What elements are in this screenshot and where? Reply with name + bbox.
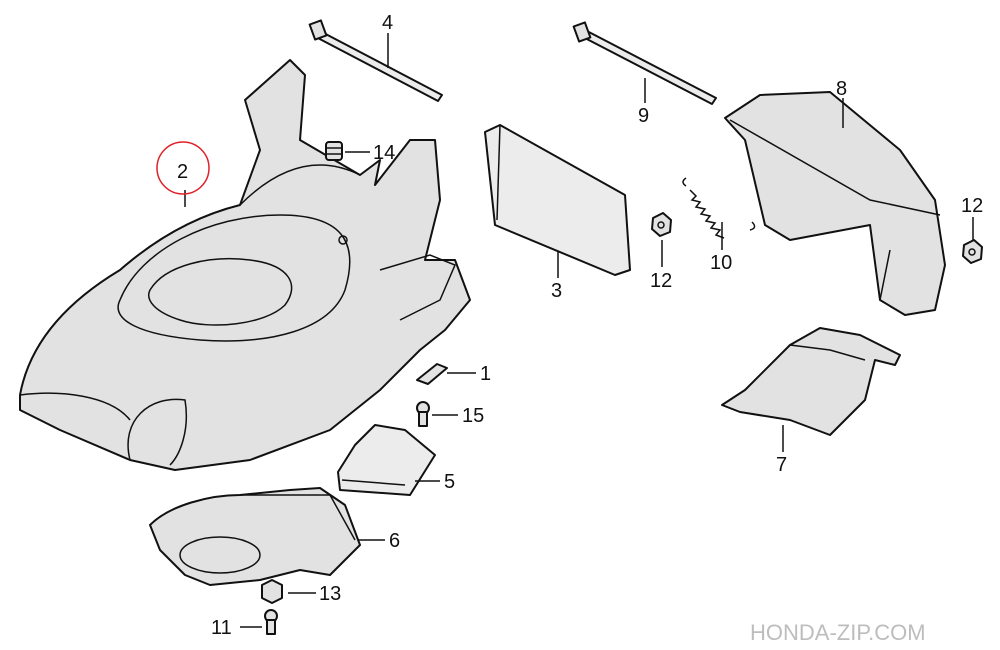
callout-10[interactable]: 10 [710,252,732,274]
callout-5[interactable]: 5 [444,471,455,493]
nut-part-14[interactable] [325,141,343,161]
nut-part-12a[interactable] [651,212,672,237]
callout-13[interactable]: 13 [319,583,341,605]
highlight-circle [156,141,210,195]
mower-deck-part[interactable] [19,59,471,471]
plate-part[interactable] [484,124,631,276]
callout-1[interactable]: 1 [480,363,491,385]
bolt-part-15[interactable] [416,401,430,427]
callout-2[interactable]: 2 [177,161,188,183]
nut-part-13[interactable] [261,579,283,604]
callout-11[interactable]: 11 [211,617,232,639]
watermark: HONDA-ZIP.COM [750,620,926,645]
callout-12b[interactable]: 12 [961,195,983,217]
callout-6[interactable]: 6 [389,530,400,552]
bolt-part-11[interactable] [264,609,278,635]
long-bolt-part[interactable] [308,19,443,102]
callout-15[interactable]: 15 [462,405,484,427]
callout-3[interactable]: 3 [551,280,562,302]
callout-4[interactable]: 4 [382,12,393,34]
long-bolt-part-9[interactable] [572,21,717,105]
callout-12a[interactable]: 12 [650,270,672,292]
rear-guard-part[interactable] [724,91,946,316]
callout-14[interactable]: 14 [373,142,395,164]
nut-part-12b[interactable] [962,239,983,264]
callout-7[interactable]: 7 [776,454,787,476]
deflector-part[interactable] [721,327,901,436]
baffle-part[interactable] [149,487,361,586]
leader-lines [184,33,974,628]
plate-part-5[interactable] [337,424,436,496]
spring-part[interactable] [682,177,756,239]
callout-8[interactable]: 8 [836,78,847,100]
small-plate-part[interactable] [416,363,448,385]
callout-9[interactable]: 9 [638,105,649,127]
